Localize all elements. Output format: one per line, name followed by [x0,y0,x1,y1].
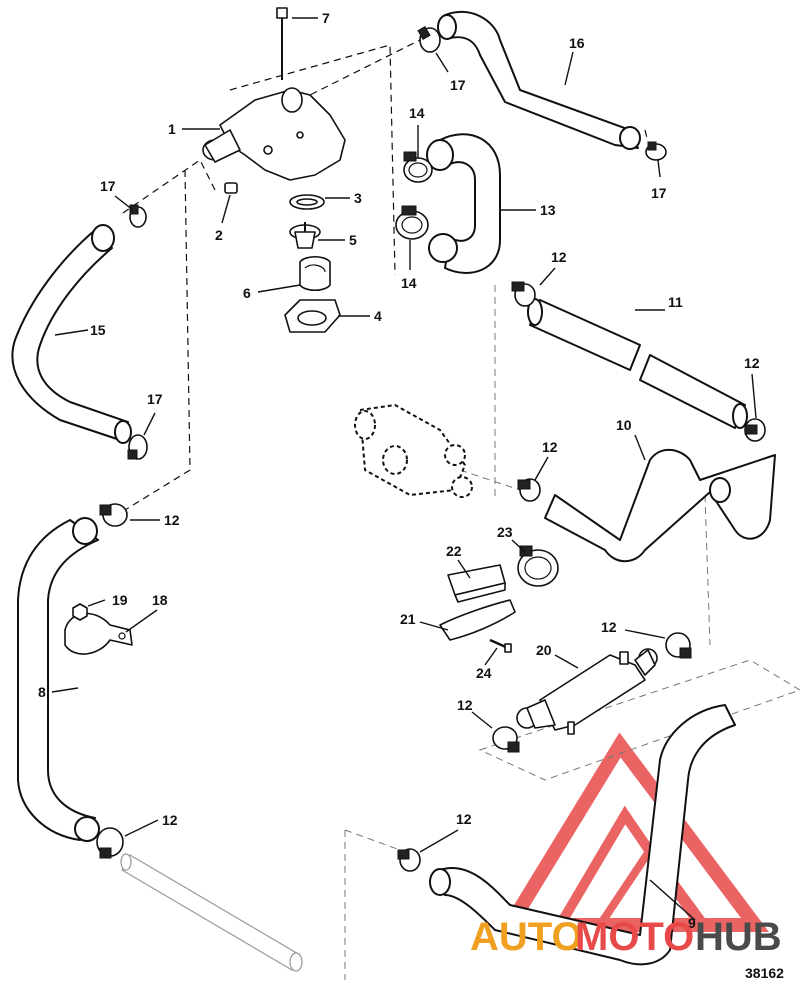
callout-11: 11 [668,294,683,310]
callout-12-f: 12 [601,619,617,635]
callout-21: 21 [400,611,416,627]
clamp-12-e [96,827,124,859]
callout-24: 24 [476,665,492,681]
callout-19: 19 [112,592,128,608]
clamp-23 [517,545,559,587]
clamp-12-a [511,281,536,307]
callout-17-top: 17 [450,77,466,93]
hose-8 [17,517,100,842]
cover-4 [284,299,341,333]
cooler-20 [516,648,658,735]
callout-3: 3 [354,190,362,206]
hose-13 [426,133,501,274]
heat-exchanger-ghost [354,403,473,498]
callout-14-upper: 14 [409,105,425,121]
watermark-auto: AUTO [470,915,583,959]
callout-5: 5 [349,232,357,248]
bolt-7 [276,7,288,80]
plug-2 [224,182,238,194]
sleeve-6 [299,255,331,292]
callout-8: 8 [38,684,46,700]
hose-16 [437,10,641,150]
callout-13: 13 [540,202,556,218]
callout-12-d: 12 [164,512,180,528]
lower-pipe-ghost [120,853,303,972]
callout-23: 23 [497,524,513,540]
pad-21 [439,599,516,641]
callout-2: 2 [215,227,223,243]
screw-24 [489,638,512,653]
hose-15 [11,224,132,444]
clamp-17-right [645,141,667,161]
clamps [96,25,766,872]
clamp-14-upper [403,151,433,183]
clamp-17-top [417,25,441,53]
leader-lines [51,17,757,921]
automotohub-watermark-logo [497,732,769,932]
callout-14-lower: 14 [401,275,417,291]
hose-10 [544,448,776,563]
callout-22: 22 [446,543,462,559]
clamp-12-g [492,726,520,753]
callout-10: 10 [616,417,632,433]
callout-15: 15 [90,322,106,338]
clamp-12-b [744,418,766,442]
watermark-hub: HUB [695,915,782,959]
callout-12-c: 12 [542,439,558,455]
thermostat-housing-1 [202,87,346,181]
figure-number: 38162 [745,965,784,981]
callout-12-e: 12 [162,812,178,828]
clamp-12-f [665,632,692,659]
clamp-14-lower [395,205,429,240]
gasket-3 [289,194,325,210]
callout-12-a: 12 [551,249,567,265]
callout-17-left: 17 [100,178,116,194]
clamp-12-h [397,848,421,872]
thermostat-5 [289,222,321,249]
clamp-12-d [99,503,128,527]
nut-19 [72,603,88,621]
automotohub-watermark-text: AUTO MOTO HUB [470,915,782,959]
callout-7: 7 [322,10,330,26]
clamp-12-c [517,478,541,502]
callout-9: 9 [688,915,696,931]
pad-22 [447,564,506,603]
clamp-17-lower [127,434,148,460]
watermark-moto: MOTO [575,915,694,959]
callout-17-lower: 17 [147,391,163,407]
clamp-17-left [129,204,147,228]
hose-9 [429,704,736,966]
callout-1: 1 [168,121,176,137]
callout-4: 4 [374,308,382,324]
callout-18: 18 [152,592,168,608]
callout-20: 20 [536,642,552,658]
callout-16: 16 [569,35,585,51]
hose-11 [527,298,748,429]
callout-labels: 1 7 2 3 5 6 4 14 14 13 16 17 17 17 17 15… [38,10,760,931]
callout-12-b: 12 [744,355,760,371]
callout-17-right: 17 [651,185,667,201]
bracket-18 [64,612,133,655]
callout-6: 6 [243,285,251,301]
callout-12-h: 12 [456,811,472,827]
callout-12-g: 12 [457,697,473,713]
assembly-dashed-lines [119,39,800,980]
